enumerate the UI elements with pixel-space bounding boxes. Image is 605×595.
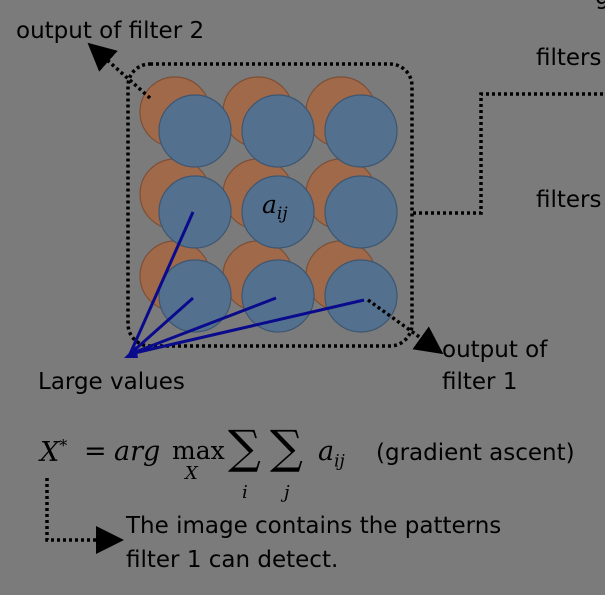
formula-max: max xyxy=(172,436,225,465)
output-filter2-label: output of filter 2 xyxy=(16,18,205,44)
formula-a-sub: ij xyxy=(334,451,345,472)
filter1-cell xyxy=(158,259,232,333)
output-filter1-label-line1: output of xyxy=(442,337,548,363)
conclusion-line1: The image contains the patterns xyxy=(126,513,502,539)
arrow-output-filter2 xyxy=(87,42,152,100)
connector-right xyxy=(413,92,605,215)
filter1-cell xyxy=(241,175,315,249)
filter1-cell xyxy=(158,175,232,249)
arrow-formula-conclusion xyxy=(45,478,124,554)
formula-sum-i: ∑ xyxy=(228,420,261,474)
large-value-lines xyxy=(128,211,365,356)
filters-label-top: filters xyxy=(536,45,602,71)
formula-equals: = xyxy=(84,436,107,467)
line-to-cell-1-0 xyxy=(128,211,195,355)
filter1-cell xyxy=(158,94,232,168)
filter1-cell xyxy=(324,259,398,333)
conclusion-line2: filter 1 can detect. xyxy=(126,547,339,573)
aij-a: a xyxy=(262,190,277,219)
convergence-arrowhead xyxy=(124,346,138,358)
formula-x: X xyxy=(40,437,60,468)
filter-output-container xyxy=(126,62,414,348)
formula-a: a xyxy=(318,436,335,467)
formula-lhs: X* xyxy=(40,436,67,468)
line-to-cell-2-0 xyxy=(129,296,194,356)
formula-max-subscript: X xyxy=(185,463,198,484)
formula-aij: aij xyxy=(318,436,345,471)
formula-sum-j-index: j xyxy=(284,482,290,503)
line-to-cell-2-2 xyxy=(129,298,365,356)
line-to-cell-2-1 xyxy=(129,296,277,356)
formula-arg: arg xyxy=(114,436,161,467)
output-filter1-label-line2: filter 1 xyxy=(442,369,518,395)
filter1-cell xyxy=(241,259,315,333)
filter1-cell xyxy=(241,94,315,168)
arrow-output-filter1 xyxy=(366,298,444,355)
aij-sub: ij xyxy=(276,204,288,224)
formula-sum-i-index: i xyxy=(242,482,248,503)
aij-cell-label: aij xyxy=(262,190,288,224)
large-values-label: Large values xyxy=(38,369,185,395)
filter1-cell xyxy=(324,175,398,249)
top-right-partial-text: g xyxy=(595,0,605,12)
filters-label-middle: filters xyxy=(536,187,602,213)
formula-sum-j: ∑ xyxy=(270,420,303,474)
gradient-ascent-label: (gradient ascent) xyxy=(376,440,575,466)
filter1-cell xyxy=(324,94,398,168)
formula-star: * xyxy=(59,436,68,455)
